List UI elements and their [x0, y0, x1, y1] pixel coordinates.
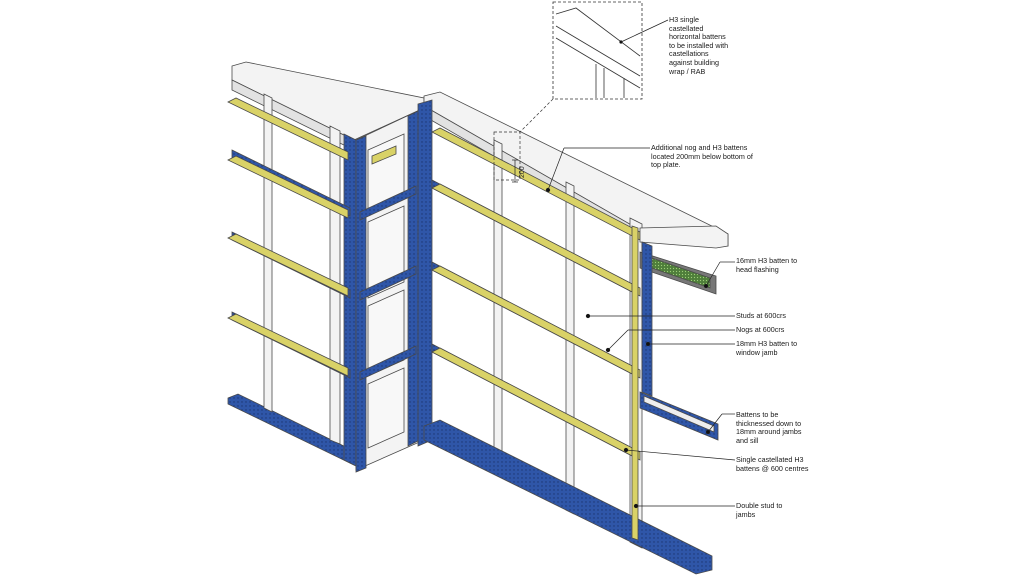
leader-single-castellated — [625, 449, 736, 461]
callout-h3-single: H3 single castellated horizontal battens… — [669, 15, 729, 76]
callout-nogs: Nogs at 600crs — [736, 325, 785, 334]
right-stud — [493, 139, 503, 477]
left-batten — [227, 233, 349, 297]
detail-marker — [493, 131, 521, 181]
left-stud-wrap — [343, 133, 357, 467]
callout-additional-nog: Additional nog and H3 battens located 20… — [651, 143, 753, 170]
jamb-batten — [631, 225, 639, 541]
left-batten — [227, 155, 349, 219]
right-corner-post-wrap — [417, 99, 433, 447]
head-plate — [639, 225, 729, 249]
dimension-200 — [512, 159, 518, 183]
leader-additional-nog — [547, 147, 565, 191]
corner-wall — [355, 107, 425, 473]
right-batten — [431, 265, 641, 379]
right-batten — [431, 347, 641, 461]
inset-detail — [493, 1, 643, 181]
callout-single-castellated: Single castellated H3 battens @ 600 cent… — [736, 455, 809, 473]
callout-double-stud: Double stud to jambs — [736, 501, 783, 519]
window-opening — [639, 225, 729, 441]
leader-h3-single — [620, 19, 669, 43]
leader-nogs — [607, 329, 629, 351]
corner-batten — [371, 145, 397, 165]
callout-thicknessed: Battens to be thicknessed down to 18mm a… — [736, 410, 802, 445]
leader-lines — [545, 19, 736, 509]
right-bottom-plate — [423, 419, 713, 575]
corner-nog-wrap — [359, 345, 417, 381]
left-batten — [227, 313, 349, 377]
right-batten — [431, 183, 641, 297]
left-batten — [227, 97, 349, 161]
left-wall — [227, 61, 425, 467]
right-stud — [565, 181, 575, 515]
right-wall — [417, 91, 729, 575]
corner-nog-wrap — [359, 185, 417, 221]
corner-nog-wrap — [359, 265, 417, 301]
leader-head-flashing — [705, 261, 721, 287]
window-jamb — [641, 241, 653, 397]
corner-stud-wrap — [355, 135, 367, 473]
callout-head-flashing: 16mm H3 batten to head flashing — [736, 256, 798, 274]
dimension-label: 200 — [519, 166, 526, 178]
inset-connector — [519, 98, 554, 133]
leader-thicknessed — [707, 413, 723, 433]
callout-window-jamb: 18mm H3 batten to window jamb — [736, 339, 798, 357]
callout-studs: Studs at 600crs — [736, 311, 786, 320]
